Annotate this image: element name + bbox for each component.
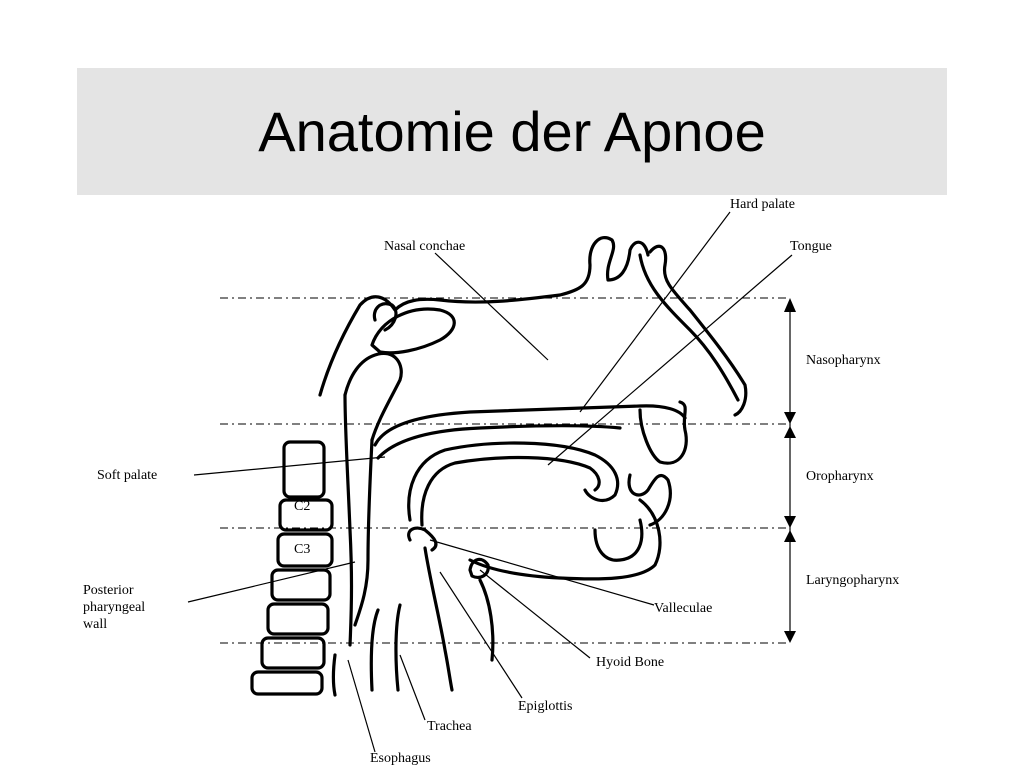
label-posterior-line3: wall xyxy=(83,617,107,632)
leader-epiglottis xyxy=(439,571,523,699)
leader-tongue xyxy=(547,254,793,466)
leader-lines xyxy=(187,211,793,753)
label-tongue: Tongue xyxy=(790,239,832,254)
label-esophagus: Esophagus xyxy=(370,751,431,766)
label-trachea: Trachea xyxy=(427,719,472,734)
leader-esophagus xyxy=(347,659,376,753)
region-arrows xyxy=(784,298,796,643)
cervical-spine xyxy=(250,440,334,696)
label-valleculae: Valleculae xyxy=(654,601,712,616)
leader-trachea xyxy=(399,654,426,721)
label-epiglottis: Epiglottis xyxy=(518,699,572,714)
label-c3: C3 xyxy=(294,542,310,557)
leader-hyoid-bone xyxy=(479,569,591,659)
label-hyoid-bone: Hyoid Bone xyxy=(596,655,664,670)
label-c2: C2 xyxy=(294,499,310,514)
vertebra-c2 xyxy=(278,498,334,532)
leader-posterior-wall xyxy=(187,561,356,603)
region-laryngopharynx: Laryngopharynx xyxy=(806,573,899,588)
leader-valleculae xyxy=(429,539,655,606)
label-posterior-line2: pharyngeal xyxy=(83,600,145,615)
leader-nasal-conchae xyxy=(434,252,549,361)
vertebra-c6 xyxy=(260,636,326,670)
vertebra-c3 xyxy=(276,532,334,568)
label-soft-palate: Soft palate xyxy=(97,468,157,483)
region-oropharynx: Oropharynx xyxy=(806,469,874,484)
label-posterior-line1: Posterior xyxy=(83,583,134,598)
label-hard-palate: Hard palate xyxy=(730,197,795,212)
anatomy-outline xyxy=(318,236,748,697)
slide-title: Anatomie der Apnoe xyxy=(258,100,766,163)
leader-soft-palate xyxy=(193,456,386,476)
title-banner: Anatomie der Apnoe xyxy=(77,68,947,195)
vertebra-c7 xyxy=(250,670,324,696)
label-nasal-conchae: Nasal conchae xyxy=(384,239,465,254)
vertebra-c5 xyxy=(266,602,330,636)
vertebra-top xyxy=(282,440,326,499)
leader-hard-palate xyxy=(579,211,731,413)
vertebra-c4 xyxy=(270,568,332,602)
region-nasopharynx: Nasopharynx xyxy=(806,353,881,368)
